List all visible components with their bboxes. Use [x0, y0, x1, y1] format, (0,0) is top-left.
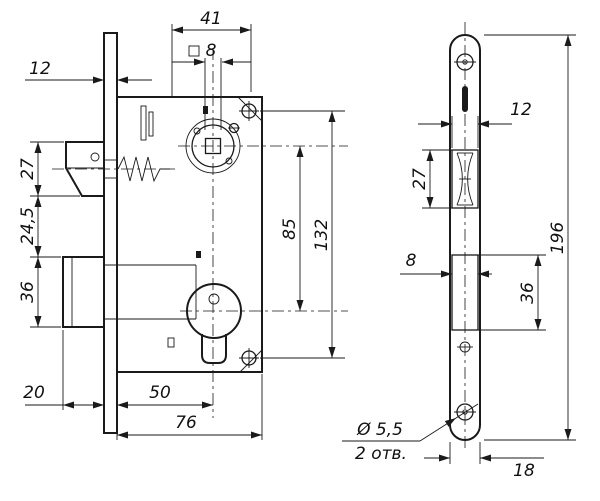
dim-plate-length: 196 [484, 34, 576, 441]
hole-count-label: 2 отв. [355, 444, 407, 464]
dim-backset: 50 [116, 374, 213, 440]
latch-cutout [451, 149, 479, 209]
dim-plate-width: 18 [424, 442, 544, 481]
case-screw-small-icon [228, 122, 240, 134]
bolt-cutout [451, 254, 479, 331]
right-view: 12 27 8 36 [342, 22, 576, 481]
dim-label-41: 41 [200, 9, 222, 29]
dim-label-196: 196 [548, 222, 568, 255]
fixing-hole-icon [457, 341, 473, 353]
dim-cutout-width: 12 [418, 100, 532, 148]
dim-label-50: 50 [149, 383, 171, 403]
dim-label-24-5: 24,5 [18, 207, 38, 245]
dim-screw-distance: 132 [260, 110, 345, 359]
left-view: 41 8 12 27 [18, 9, 348, 440]
dim-label-20: 20 [23, 383, 45, 403]
dim-label-76: 76 [175, 413, 197, 433]
dim-label-12-right: 12 [510, 100, 532, 120]
catch-slot [462, 86, 468, 112]
dim-latch-cutout-height: 27 [410, 149, 452, 209]
dim-front-offset: 12 [25, 59, 152, 94]
cylinder-profile [186, 283, 242, 364]
lock-case [116, 96, 263, 373]
faceplate-side [103, 32, 118, 434]
dim-label-18: 18 [513, 461, 535, 481]
case-screw-bottom-icon [239, 348, 259, 368]
dim-top-width: 41 [171, 9, 252, 97]
dim-waist-width: 8 [400, 251, 492, 278]
centerlines [52, 48, 348, 418]
dim-label-36-left: 36 [18, 281, 38, 303]
dim-case-depth: 76 [117, 374, 263, 440]
dim-latch-to-bolt: 24,5 [18, 196, 61, 258]
dim-axis-distance: 85 [280, 146, 304, 311]
dim-label-12: 12 [29, 59, 51, 79]
case-screw-top-icon [239, 101, 259, 121]
dim-label-85: 85 [280, 218, 300, 240]
spindle-square-hole [204, 137, 222, 155]
hole-note: Ø 5,5 2 отв. [342, 403, 479, 464]
dim-label-8-right: 8 [406, 251, 417, 271]
dim-bolt-throw: 20 [23, 330, 104, 410]
screw-hole-top-icon [454, 53, 476, 71]
hole-diameter-label: Ø 5,5 [356, 420, 403, 440]
deadbolt [62, 256, 197, 328]
dim-label-square-8: 8 [206, 41, 217, 61]
dim-spindle-square: 8 [172, 41, 251, 130]
dim-label-36-right: 36 [518, 282, 538, 304]
dim-label-27-right: 27 [410, 168, 430, 190]
dim-label-132: 132 [312, 219, 332, 251]
follower-hub [185, 118, 241, 174]
latch-bolt [65, 141, 170, 197]
faceplate-front [449, 34, 481, 441]
dim-label-27: 27 [18, 158, 38, 180]
square-symbol [188, 45, 200, 57]
dim-bolt-height: 36 [18, 257, 61, 328]
dim-bolt-cutout-height: 36 [478, 254, 546, 331]
